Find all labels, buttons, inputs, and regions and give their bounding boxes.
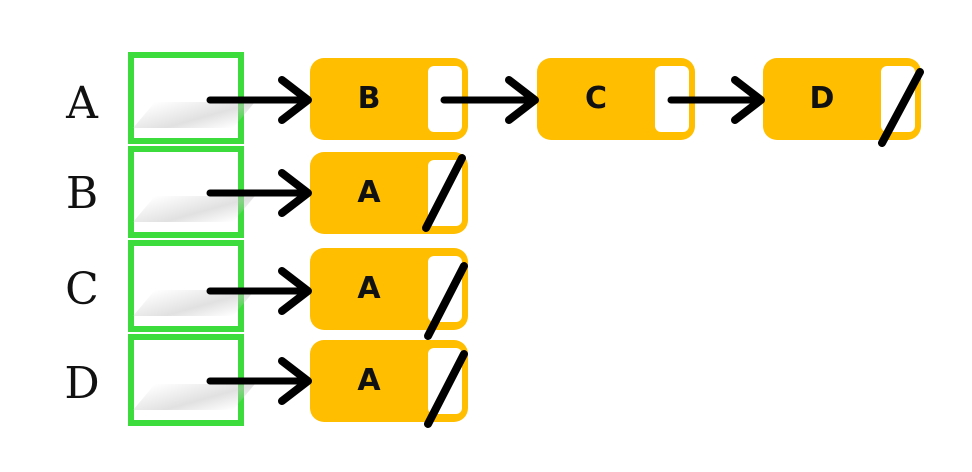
node-label: D <box>809 81 835 116</box>
list-node-d-1: A <box>310 340 468 422</box>
null-slash <box>422 154 466 232</box>
array-cell-c <box>128 240 255 332</box>
pointer-arrow <box>206 267 312 315</box>
next-arrow <box>667 76 765 124</box>
null-slash <box>878 68 924 147</box>
pointer-arrow <box>206 357 312 405</box>
node-label: C <box>584 81 608 116</box>
null-slash <box>424 262 468 340</box>
null-slash <box>424 350 468 428</box>
row-label-c: C <box>65 264 99 315</box>
pointer-arrow <box>206 76 312 124</box>
next-arrow <box>440 76 539 124</box>
row-label-d: D <box>64 358 100 409</box>
node-label: A <box>357 271 381 306</box>
row-label-b: B <box>65 168 99 219</box>
pointer-arrow <box>206 169 312 217</box>
row-label-a: A <box>66 78 98 129</box>
node-label: A <box>357 363 381 398</box>
list-node-a-1: B <box>310 58 468 140</box>
next-pointer-slot <box>428 348 462 414</box>
node-label: B <box>357 81 381 116</box>
node-label: A <box>357 175 381 210</box>
